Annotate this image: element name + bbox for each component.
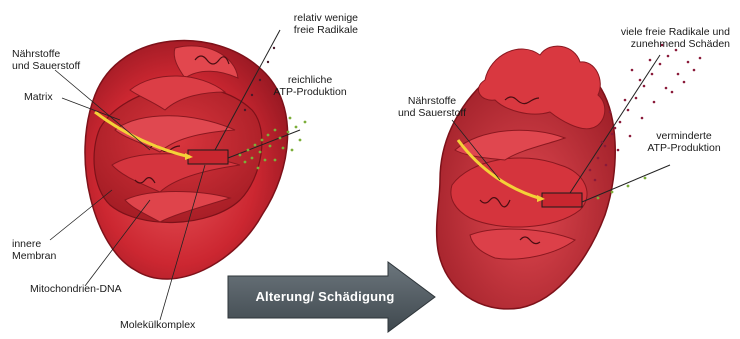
damaged-crista xyxy=(451,158,587,227)
damaged-mitochondrion xyxy=(437,44,702,309)
label-molecule-complex: Molekülkomplex xyxy=(120,319,230,331)
label-nutrients-right: Nährstoffe und Sauerstoff xyxy=(384,95,480,119)
molecule-complex-box xyxy=(542,193,582,207)
label-nutrients-left: Nährstoffe und Sauerstoff xyxy=(12,48,108,72)
label-mtdna: Mitochondrien-DNA xyxy=(30,283,150,295)
label-few-radicals: relativ wenige freie Radikale xyxy=(262,12,358,36)
label-matrix: Matrix xyxy=(24,91,84,103)
label-many-radicals: viele freie Radikale und zunehmend Schäd… xyxy=(580,26,730,50)
transition-label: Alterung/ Schädigung xyxy=(236,289,414,304)
label-inner-membrane: innere Membran xyxy=(12,238,72,262)
molecule-complex-box xyxy=(188,150,228,164)
label-reduced-atp: verminderte ATP-Produktion xyxy=(634,130,734,154)
label-high-atp: reichliche ATP-Produktion xyxy=(262,74,358,98)
